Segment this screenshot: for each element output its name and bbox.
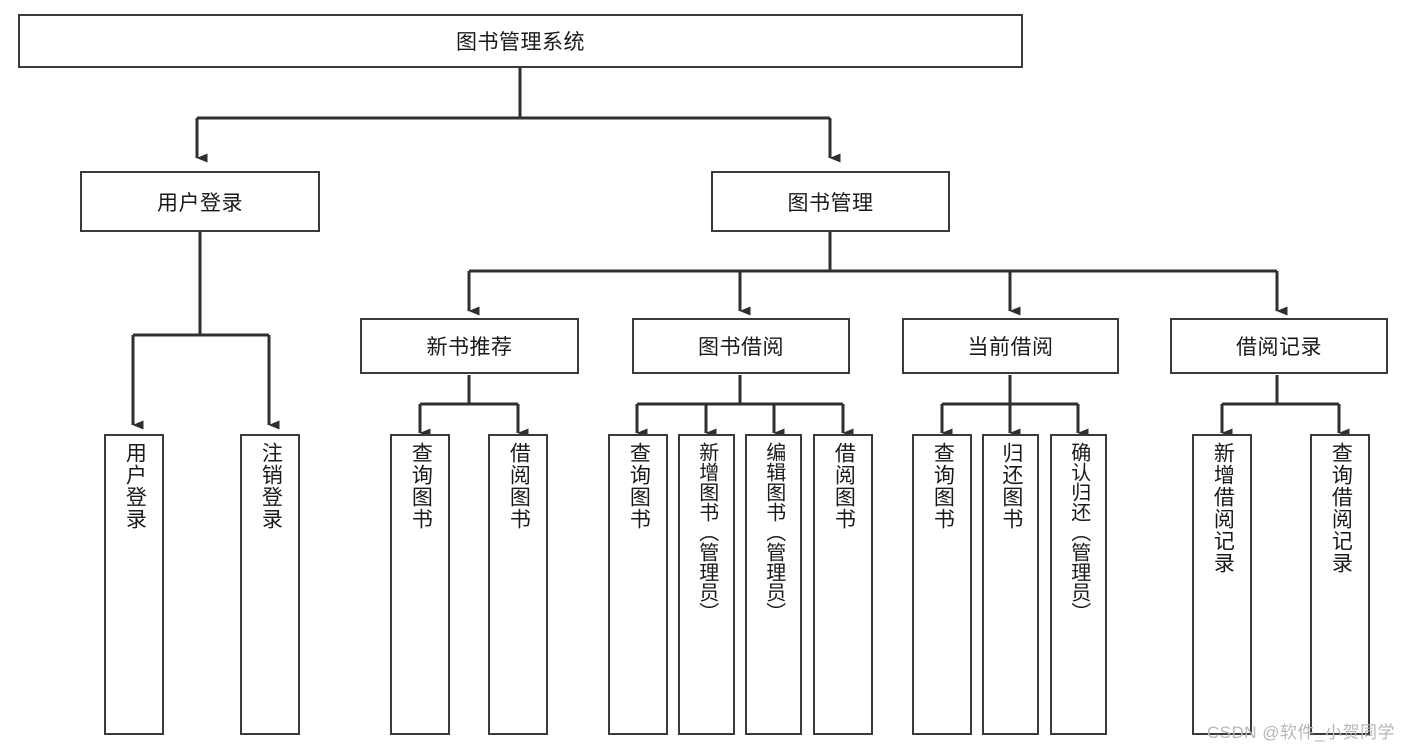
leaf-book-borrow-borrow[interactable]: 借阅图书 — [813, 434, 873, 735]
leaf-label: 新增借阅记录 — [1211, 442, 1235, 574]
leaf-label: 查询借阅记录 — [1329, 442, 1353, 574]
leaf-user-login-signout[interactable]: 注销登录 — [240, 434, 300, 735]
leaf-label: 借阅图书 — [507, 442, 531, 530]
leaf-current-borrow-return[interactable]: 归还图书 — [982, 434, 1039, 735]
watermark-text: CSDN @软件_小贺同学 — [1206, 723, 1395, 742]
node-current-borrow[interactable]: 当前借阅 — [902, 318, 1119, 374]
node-borrow-record-label: 借阅记录 — [1236, 336, 1322, 359]
leaf-label: 用户登录 — [123, 442, 147, 530]
node-book-borrow[interactable]: 图书借阅 — [632, 318, 850, 374]
leaf-current-borrow-confirm[interactable]: 确认归还（管理员） — [1050, 434, 1107, 735]
leaf-label: 编辑图书（管理员） — [762, 442, 785, 622]
leaf-borrow-record-query[interactable]: 查询借阅记录 — [1310, 434, 1370, 735]
leaf-label: 确认归还（管理员） — [1067, 442, 1090, 622]
leaf-current-borrow-query[interactable]: 查询图书 — [912, 434, 972, 735]
node-root-label: 图书管理系统 — [456, 31, 585, 54]
leaf-borrow-record-add[interactable]: 新增借阅记录 — [1192, 434, 1252, 735]
leaf-book-borrow-query[interactable]: 查询图书 — [608, 434, 668, 735]
node-book-management-label: 图书管理 — [787, 191, 874, 215]
node-book-management[interactable]: 图书管理 — [711, 171, 950, 232]
leaf-label: 注销登录 — [259, 442, 283, 530]
node-user-login[interactable]: 用户登录 — [80, 171, 320, 232]
leaf-user-login-signin[interactable]: 用户登录 — [104, 434, 164, 735]
node-root[interactable]: 图书管理系统 — [18, 14, 1023, 68]
leaf-new-book-borrow[interactable]: 借阅图书 — [488, 434, 548, 735]
leaf-new-book-query[interactable]: 查询图书 — [390, 434, 450, 735]
leaf-book-borrow-add[interactable]: 新增图书（管理员） — [678, 434, 735, 735]
node-book-borrow-label: 图书借阅 — [698, 336, 784, 359]
node-current-borrow-label: 当前借阅 — [967, 336, 1054, 359]
leaf-label: 查询图书 — [931, 442, 955, 530]
leaf-label: 查询图书 — [627, 442, 651, 530]
node-borrow-record[interactable]: 借阅记录 — [1170, 318, 1388, 374]
leaf-label: 查询图书 — [409, 442, 433, 530]
node-user-login-label: 用户登录 — [157, 191, 243, 215]
leaf-book-borrow-edit[interactable]: 编辑图书（管理员） — [745, 434, 802, 735]
node-new-book-recommend[interactable]: 新书推荐 — [360, 318, 579, 374]
leaf-label: 归还图书 — [999, 442, 1023, 530]
leaf-label: 借阅图书 — [832, 442, 856, 530]
node-new-book-recommend-label: 新书推荐 — [426, 336, 513, 359]
leaf-label: 新增图书（管理员） — [695, 442, 718, 622]
